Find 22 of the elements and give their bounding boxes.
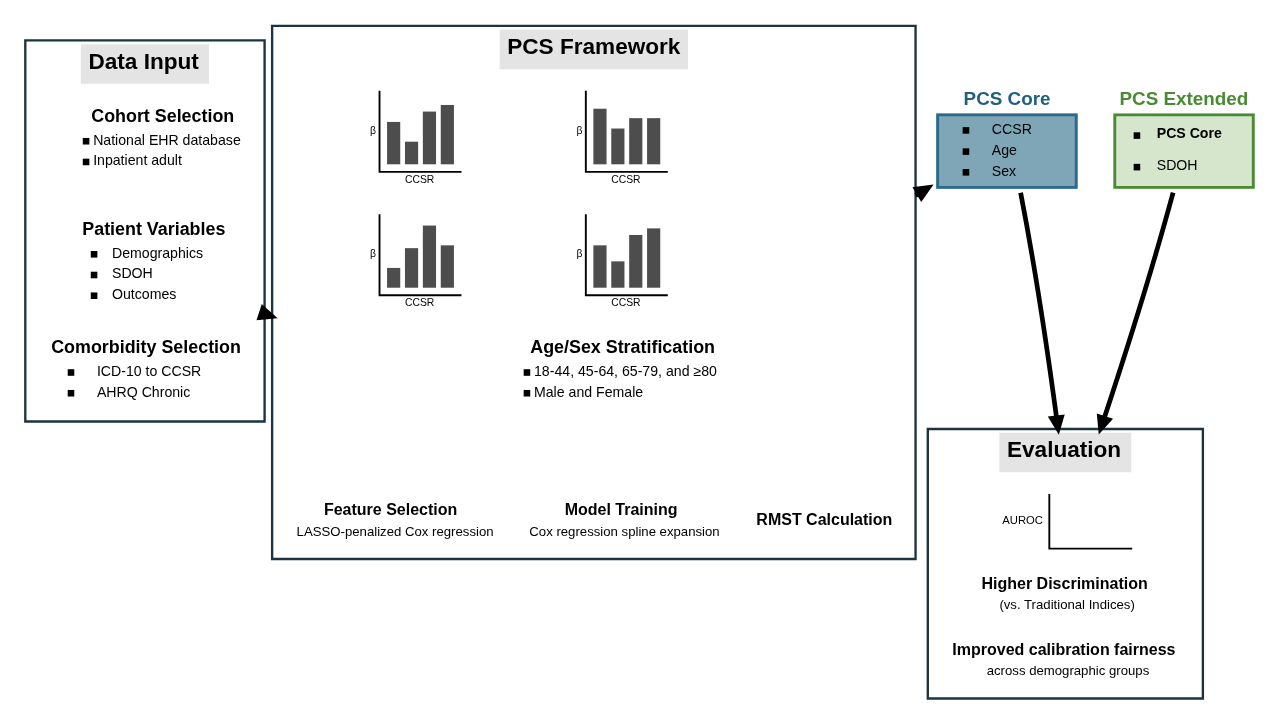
arrow	[1018, 192, 1065, 435]
node-text: Feature Selection LASSO-penalized Cox regression	[296, 501, 494, 539]
node-text: RMST Calculation	[756, 510, 893, 528]
label: β	[370, 248, 377, 260]
label: β	[370, 124, 377, 136]
label: AUROC	[1002, 514, 1044, 527]
label: CCSR	[404, 297, 435, 309]
node-text: Higher Discrimination (vs. Traditional Indices)	[981, 574, 1148, 613]
node-text: Comorbidity Selection ICD-10 to CCSR AHRQ Chronic	[51, 337, 241, 400]
label: CCSR	[404, 173, 435, 185]
node-text: Improved calibration fairness across demographic groups	[952, 640, 1176, 679]
label: CCSR	[611, 297, 641, 309]
node-text: Model Training Cox regression spline expansion	[529, 501, 720, 539]
node-label: PCS Core	[963, 87, 1051, 109]
label: CCSR	[611, 173, 641, 185]
arrow	[1096, 192, 1176, 435]
node-text: Cohort Selection National EHR database Inpatient adult	[91, 106, 241, 169]
node-label: PCS Extended	[1119, 87, 1249, 109]
label: β	[576, 124, 583, 136]
node-text: Patient Variables Demographics SDOH Outcomes	[82, 219, 226, 303]
label: β	[576, 248, 583, 260]
node-text: Age/Sex Stratification 18-44, 45-64, 65-79, and ≥80 Male and Female	[530, 337, 717, 400]
